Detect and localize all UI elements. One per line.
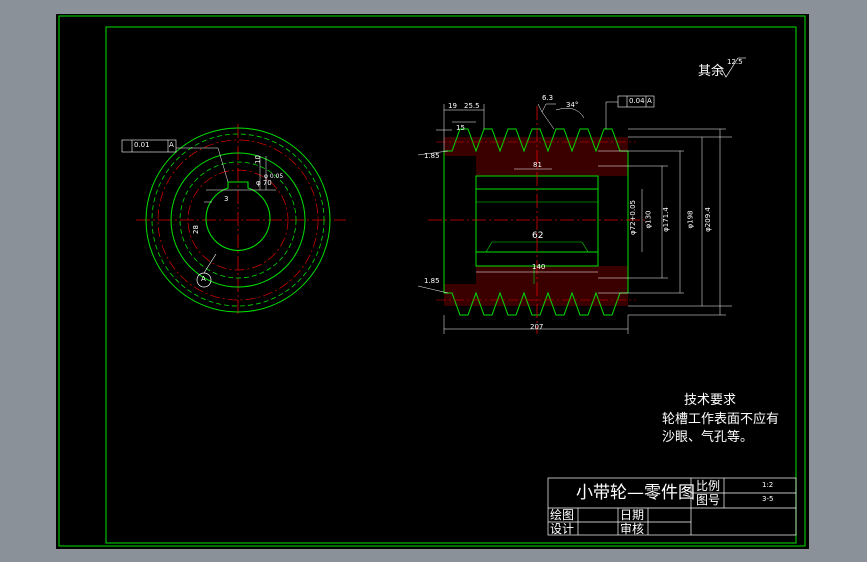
keyway-depth-dim: 28	[191, 225, 200, 234]
front-view	[121, 124, 346, 314]
bore-dim: φ 70	[256, 179, 272, 187]
groove-angle: 34°	[566, 101, 579, 109]
tech-req-line2: 沙眼、气孔等。	[662, 430, 754, 445]
hub-pitch-circle	[187, 169, 289, 271]
chamfer-bottom: 1.85	[424, 277, 440, 285]
depth-note: φ 0.05	[264, 173, 284, 180]
diameter-d2: φ130	[644, 210, 653, 229]
side-tolerance-frame	[617, 95, 655, 108]
scale-label: 比例	[696, 479, 721, 493]
drawn-label: 绘图	[550, 508, 575, 522]
diameter-d5: φ209.4	[703, 207, 712, 232]
root-circle	[170, 152, 306, 288]
total-width-dim: 207	[530, 323, 544, 331]
inner-small-dim: 81	[533, 161, 542, 169]
surface-finish-label: 其余	[698, 64, 725, 79]
scale-value: 1:2	[762, 481, 774, 489]
pitch-circle	[157, 139, 319, 301]
top-groove-profile	[444, 128, 628, 153]
section-view	[417, 95, 732, 334]
title-block-lines	[547, 477, 797, 536]
diameter-d4: φ198	[686, 210, 695, 229]
chamfer-top: 1.85	[424, 152, 440, 160]
diameter-d3: φ171.4	[661, 207, 670, 232]
review-label: 审核	[620, 522, 645, 536]
surface-finish-value: 12.5	[727, 58, 743, 66]
step-dim: 15	[456, 124, 465, 132]
design-label: 设计	[550, 522, 575, 536]
bore-with-keyway	[205, 181, 271, 251]
left-tolerance-frame	[121, 139, 177, 153]
diameter-d1: φ72+0.05	[628, 200, 637, 235]
drawing-name: 小带轮—零件图	[576, 483, 695, 503]
left-datum-label: A	[201, 275, 206, 283]
roughness-symbol	[719, 57, 739, 78]
tech-req-line1: 轮槽工作表面不应有	[662, 412, 780, 427]
drawing-no-label: 图号	[696, 493, 721, 507]
hub-width-dim: 140	[532, 263, 546, 271]
center-mark: 62	[532, 231, 544, 241]
side-tolerance-datum: A	[647, 97, 652, 105]
drawing-no-value: 3-5	[762, 495, 774, 503]
chamfer-dim: 3	[224, 195, 229, 203]
drawing-sheet: 其余 12.5 0.01 A A 10 28 φ 70 φ 0.05 3 25.…	[56, 14, 809, 549]
left-tolerance-datum: A	[169, 141, 174, 149]
date-label: 日期	[620, 508, 645, 522]
roughness-tag: 6.3	[542, 94, 554, 102]
outer-frame	[58, 15, 806, 547]
side-tolerance-value: 0.04	[629, 97, 645, 105]
groove-circle-hidden	[151, 133, 325, 307]
top-width-dim: 25.5	[464, 102, 480, 110]
hub-circle-hidden	[179, 161, 297, 279]
drawing-canvas	[58, 15, 806, 547]
top-offset-dim: 19	[448, 102, 457, 110]
inner-frame	[105, 26, 797, 544]
tech-req-title: 技术要求	[684, 393, 737, 408]
outer-circle	[145, 127, 331, 313]
bottom-groove-profile	[444, 291, 628, 316]
key-width-dim: 10	[253, 155, 262, 164]
left-tolerance-value: 0.01	[134, 141, 150, 149]
